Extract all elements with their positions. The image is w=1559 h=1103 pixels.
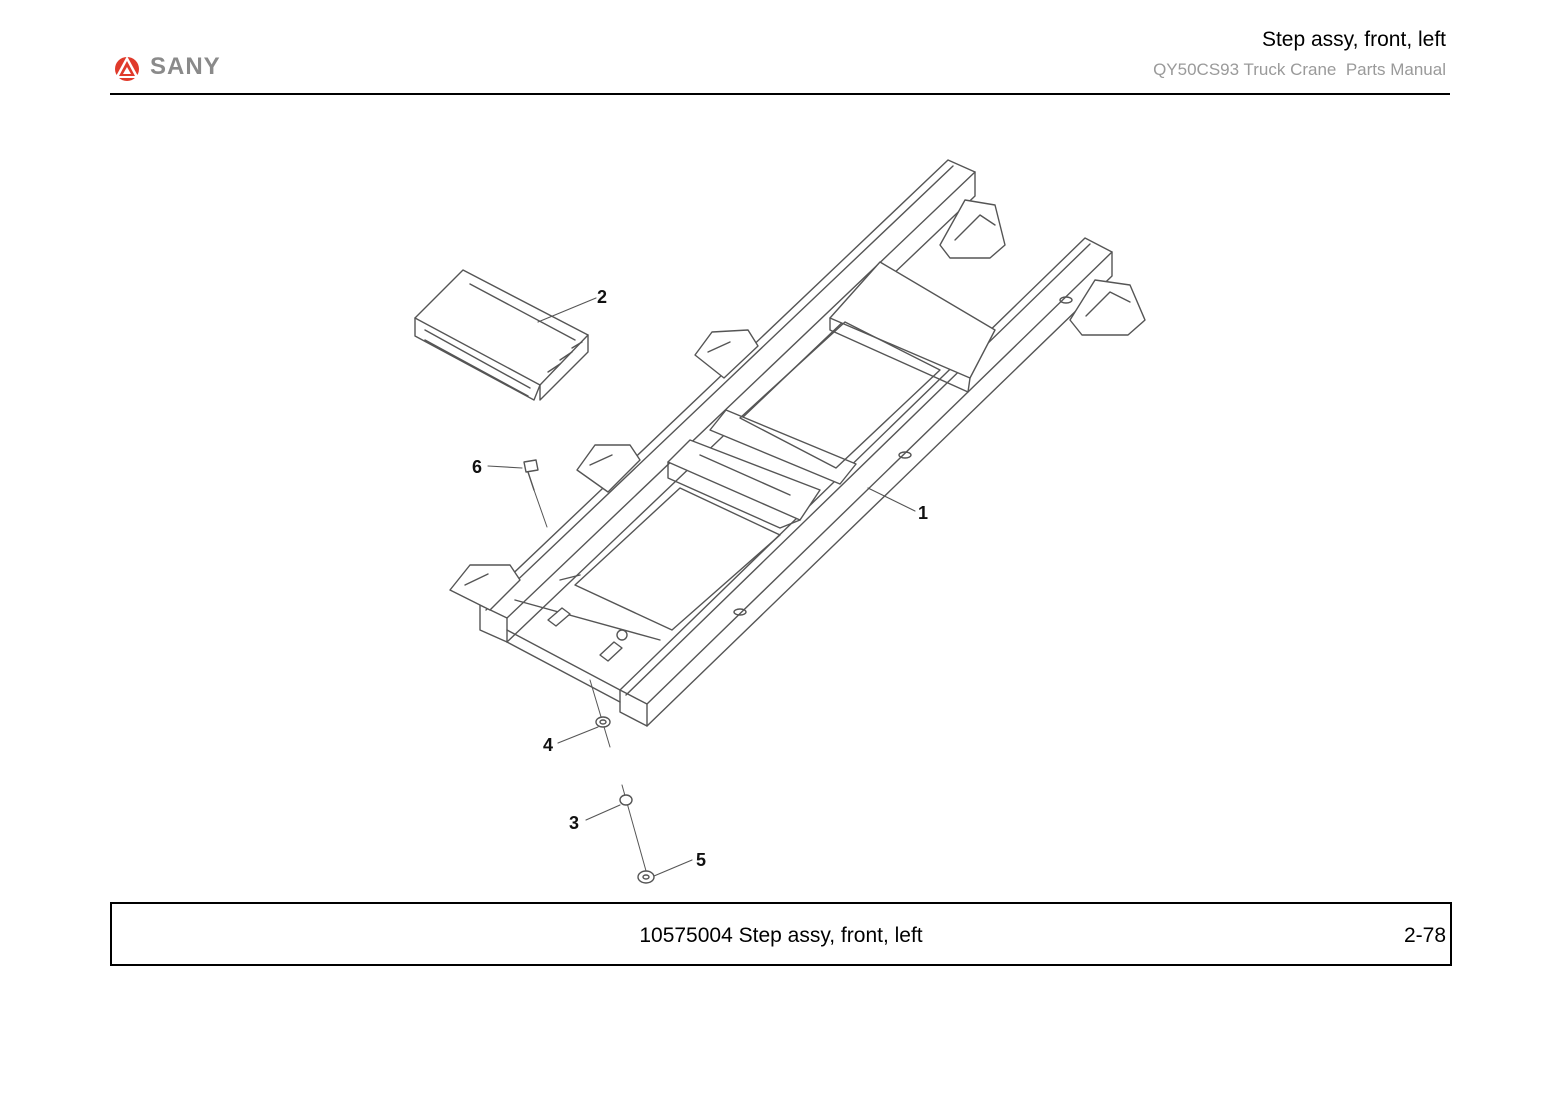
callout-3: 3: [569, 813, 579, 833]
figure-caption: 10575004 Step assy, front, left: [639, 924, 923, 947]
callout-4: 4: [543, 735, 553, 755]
page-header: SANY Step assy, front, left QY50CS93 Tru…: [110, 20, 1450, 95]
callout-5: 5: [696, 850, 706, 870]
page-number: 2-78: [1403, 924, 1446, 947]
sany-logo: SANY: [110, 52, 221, 82]
header-rule: [110, 93, 1450, 95]
exploded-parts-drawing: 2 6 1 4 3 5: [414, 159, 1146, 884]
sany-triangle-icon: [115, 56, 139, 81]
leader-lines: [487, 297, 916, 877]
bolt-part: [523, 459, 548, 528]
caption-box: 10575004 Step assy, front, left 2-78: [110, 902, 1452, 966]
callout-numbers: 2 6 1 4 3 5: [472, 287, 928, 870]
logo-wordmark: SANY: [150, 53, 221, 80]
manual-subtitle: QY50CS93 Truck Crane Parts Manual: [1153, 60, 1446, 79]
fasteners-part: [589, 679, 655, 884]
page-title: Step assy, front, left: [1261, 28, 1446, 51]
step-frame-part: [449, 159, 1146, 727]
callout-1: 1: [918, 503, 928, 523]
callout-6: 6: [472, 457, 482, 477]
callout-2: 2: [597, 287, 607, 307]
tread-plate-part: [414, 269, 589, 401]
